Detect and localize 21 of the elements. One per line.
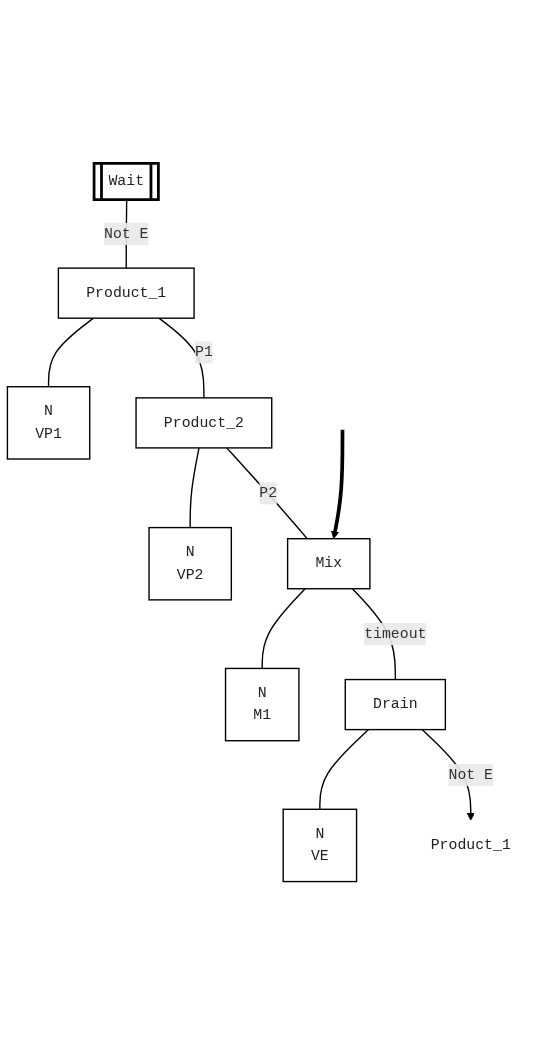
node-box: N VE bbox=[282, 808, 358, 882]
node-box: N VP1 bbox=[6, 385, 91, 460]
connector bbox=[189, 446, 200, 528]
node-box: Product_1 bbox=[57, 266, 195, 319]
connector bbox=[261, 587, 306, 669]
node-box: Product_2 bbox=[135, 396, 273, 449]
edge-label: Not E bbox=[103, 225, 149, 242]
connector bbox=[47, 316, 95, 387]
edge-label: Not E bbox=[448, 766, 493, 783]
node-box: Drain bbox=[344, 678, 447, 730]
node-box: N M1 bbox=[224, 667, 300, 741]
node-box: Mix bbox=[286, 537, 371, 589]
arrow bbox=[331, 429, 345, 539]
edge-label: P2 bbox=[259, 484, 278, 502]
edge-label: P1 bbox=[194, 343, 213, 361]
node-text: Product_1 bbox=[430, 836, 511, 854]
connector bbox=[158, 316, 205, 399]
connector bbox=[226, 446, 308, 539]
edge-label: timeout bbox=[364, 625, 427, 642]
connector bbox=[319, 728, 370, 810]
node-box: N VP2 bbox=[148, 526, 232, 601]
